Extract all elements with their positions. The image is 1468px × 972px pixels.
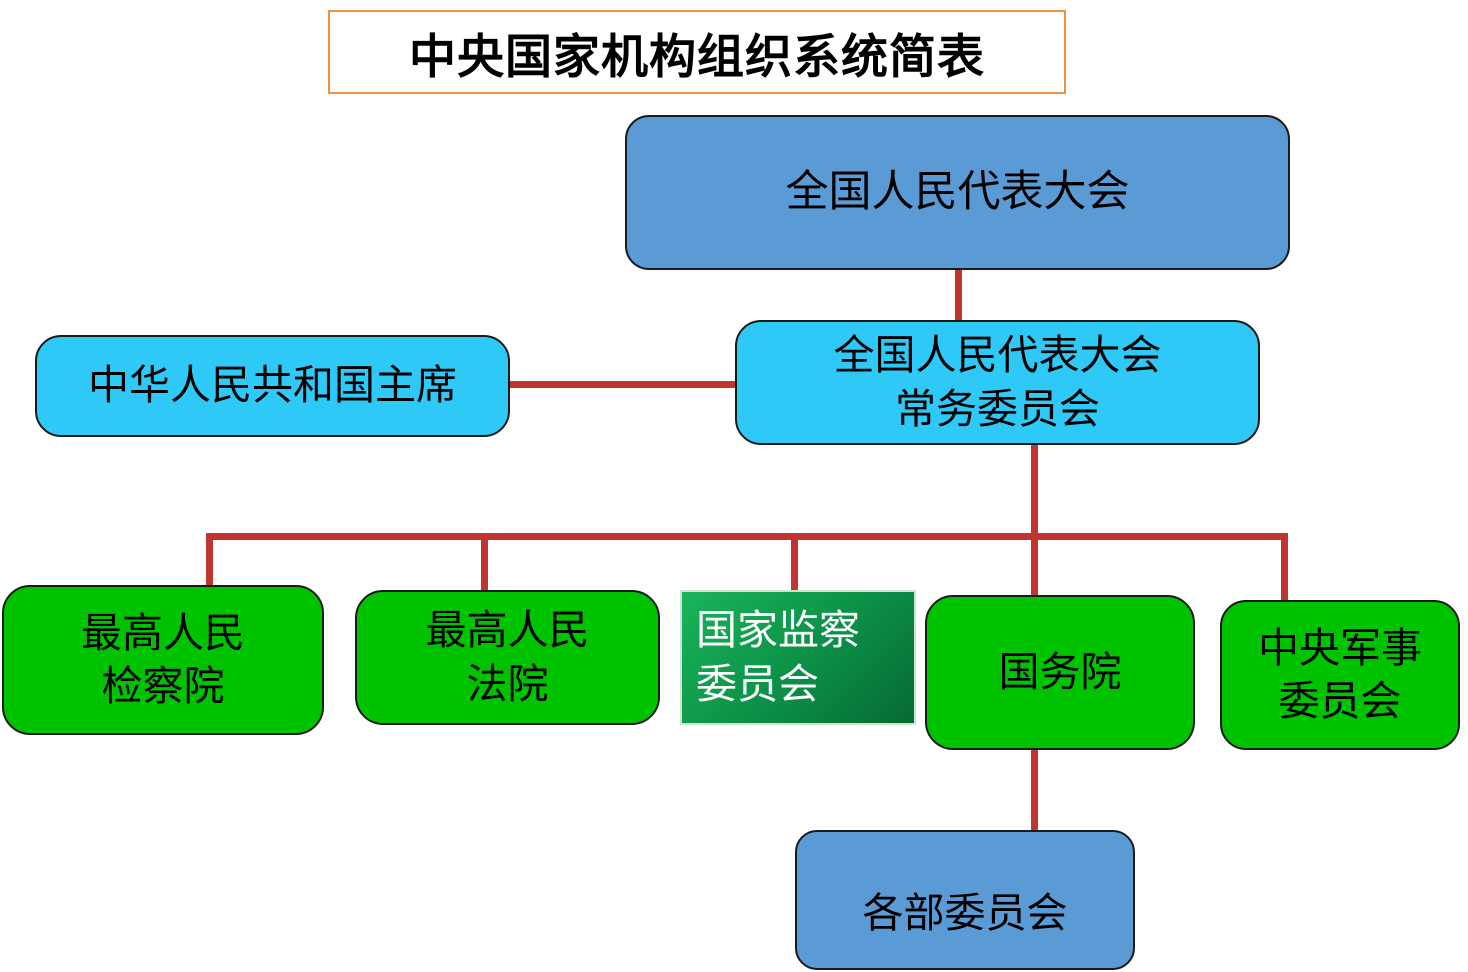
node-label: 中华人民共和国主席 [88,362,457,409]
chart-title-box: 中央国家机构组织系统简表 [328,10,1066,94]
chart-title: 中央国家机构组织系统简表 [409,29,985,83]
node-national-peoples-congress: 全国人民代表大会 [625,115,1290,270]
node-state-council: 国务院 [925,595,1195,750]
node-supreme-peoples-court: 最高人民 法院 [355,590,660,725]
node-supreme-peoples-procuratorate: 最高人民 检察院 [2,585,324,735]
node-label-line2: 委员会 [1278,678,1402,724]
node-ministries-and-commissions: 各部委员会 [795,830,1135,970]
node-label-line2: 委员会 [696,660,819,707]
node-central-military-commission: 中央军事 委员会 [1220,600,1460,750]
node-president-of-prc: 中华人民共和国主席 [35,335,510,437]
node-label-line2: 检察院 [101,663,225,709]
node-label-line1: 国家监察 [696,607,860,654]
connector-drop-state-council [1031,533,1038,597]
connector-npc-to-npcsc [955,268,962,322]
node-label: 全国人民代表大会 [785,168,1130,216]
connector-drop-procuratorate [206,533,213,587]
connector-drop-cmc [1281,533,1288,602]
node-label-line1: 中央军事 [1258,624,1422,671]
node-npc-standing-committee: 全国人民代表大会 常务委员会 [735,320,1260,445]
node-label-line1: 最高人民 [425,607,590,654]
connector-state-council-to-ministries [1031,748,1038,832]
node-label-line2: 常务委员会 [895,385,1100,432]
node-label-line2: 法院 [466,660,549,707]
connector-distribution-bar [206,533,1288,540]
connector-president-to-npcsc [508,381,737,388]
node-national-supervisory-commission: 国家监察 委员会 [680,590,916,725]
connector-npcsc-trunk [1031,443,1038,537]
connector-drop-court [481,533,488,592]
node-label: 各部委员会 [862,889,1068,936]
node-label: 国务院 [998,648,1122,695]
connector-drop-supervision [791,533,798,592]
node-label-line1: 最高人民 [81,609,245,656]
node-label-line1: 全国人民代表大会 [833,332,1162,379]
